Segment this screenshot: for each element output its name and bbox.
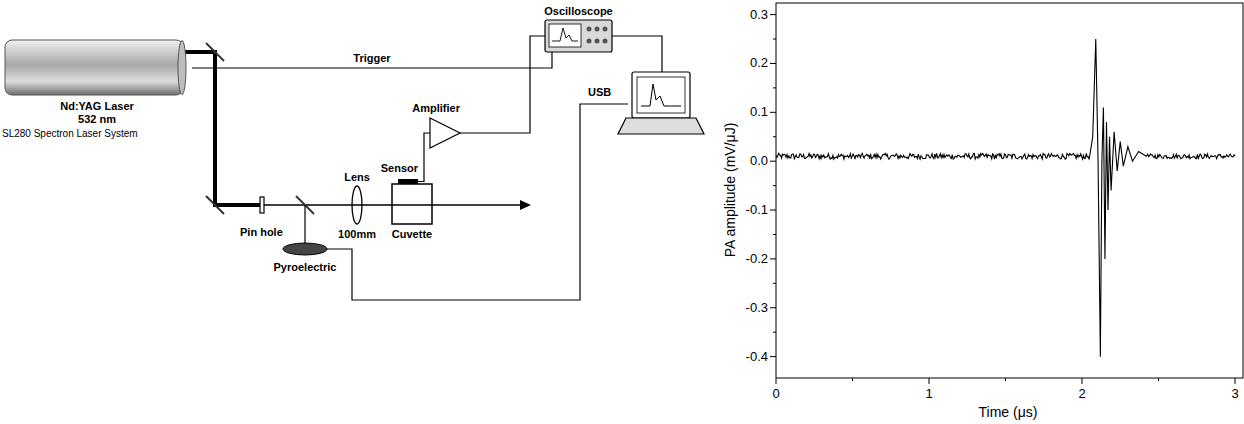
x-minor-tick [1158, 378, 1159, 381]
axis-title: Time (μs) [979, 404, 1038, 420]
component-label: Nd:YAG Laser 532 nm [52, 100, 142, 125]
y-minor-tick [773, 283, 776, 284]
x-minor-tick [1005, 378, 1006, 381]
pyroelectric-symbol [283, 243, 327, 255]
oscilloscope-knob [587, 39, 592, 44]
oscilloscope-knob [587, 27, 592, 32]
y-tick [770, 307, 776, 308]
y-minor-tick [773, 234, 776, 235]
component-label: Oscilloscope [544, 5, 612, 18]
laptop-display [637, 77, 685, 113]
plot-frame [776, 3, 1243, 378]
laser-end [178, 41, 186, 95]
pa-chart [770, 3, 1243, 384]
axis-tick-label: 0.1 [750, 105, 768, 120]
signal-wire [192, 52, 552, 68]
y-tick [770, 112, 776, 113]
y-tick [770, 63, 776, 64]
axis-tick-label: -0.4 [746, 349, 768, 364]
axis-tick-label: 0.0 [750, 154, 768, 169]
axis-tick-label: 0.3 [750, 7, 768, 22]
y-minor-tick [773, 87, 776, 88]
y-minor-tick [773, 136, 776, 137]
axis-tick-label: -0.1 [746, 203, 768, 218]
axis-tick-label: 1 [925, 387, 932, 402]
split-beam [304, 205, 305, 243]
y-tick [770, 356, 776, 357]
x-minor-tick [852, 378, 853, 381]
component-label: Amplifier [412, 102, 460, 115]
signal-wire [460, 36, 545, 133]
laser-body [5, 40, 183, 95]
laser-source: Nd:YAG Laser 532 nm SL280 Spectron Laser … [2, 40, 192, 142]
oscilloscope-trace [552, 28, 578, 41]
part-label: Lens [344, 171, 370, 184]
laser-beam [185, 52, 260, 205]
y-tick [770, 258, 776, 259]
axis-tick-label: 0 [772, 387, 779, 402]
component-label: Cuvette [392, 228, 432, 241]
component-label: Sensor [381, 162, 418, 175]
oscilloscope-body [545, 20, 612, 52]
x-tick [1082, 378, 1083, 384]
x-tick [1235, 378, 1236, 384]
y-minor-tick [773, 185, 776, 186]
y-minor-tick [773, 332, 776, 333]
amplifier: Amplifier [430, 118, 460, 148]
y-minor-tick [773, 39, 776, 40]
beam-arrowhead [520, 200, 531, 210]
oscilloscope-knob [603, 39, 608, 44]
component-label: Pyroelectric [274, 261, 337, 274]
oscilloscope-knob [595, 27, 600, 32]
part-label: 100mm [338, 228, 376, 241]
y-tick [770, 161, 776, 162]
oscilloscope: Oscilloscope [545, 20, 612, 52]
oscilloscope-screen [549, 24, 581, 47]
axis-tick-label: 2 [1078, 387, 1085, 402]
laptop-waveform [641, 84, 681, 106]
mirror [206, 43, 224, 61]
part-label: USB [588, 86, 611, 99]
y-tick [770, 14, 776, 15]
axis-tick-label: 3 [1231, 387, 1238, 402]
lens-symbol [352, 186, 362, 224]
oscilloscope-shape [545, 20, 612, 52]
y-tick [770, 210, 776, 211]
amplifier-shape [430, 118, 460, 148]
amplifier-symbol [430, 118, 460, 148]
laptop-base [618, 118, 704, 134]
wire-label: Trigger [351, 52, 392, 65]
laptop-screen [632, 72, 690, 118]
laser-source-shape [2, 40, 192, 142]
axis-tick-label: -0.3 [746, 300, 768, 315]
x-tick [929, 378, 930, 384]
signal-wire [418, 133, 430, 182]
cuvette: Cuvette [388, 184, 436, 243]
axis-title: PA amplitude (mV/μJ) [722, 123, 738, 258]
pa-signal-trace [776, 39, 1235, 357]
pinhole-symbol [260, 197, 264, 213]
oscilloscope-knob [595, 39, 600, 44]
cuvette-symbol [392, 184, 432, 224]
oscilloscope-knob [603, 27, 608, 32]
pyroelectric-detector: Pyroelectric [262, 243, 348, 281]
axis-tick-label: 0.2 [750, 56, 768, 71]
signal-wire [612, 36, 662, 72]
part-label: Pin hole [240, 226, 283, 239]
x-tick [776, 378, 777, 384]
axis-tick-label: -0.2 [746, 251, 768, 266]
component-subtitle: SL280 Spectron Laser System [2, 128, 138, 140]
mirror [206, 196, 224, 214]
